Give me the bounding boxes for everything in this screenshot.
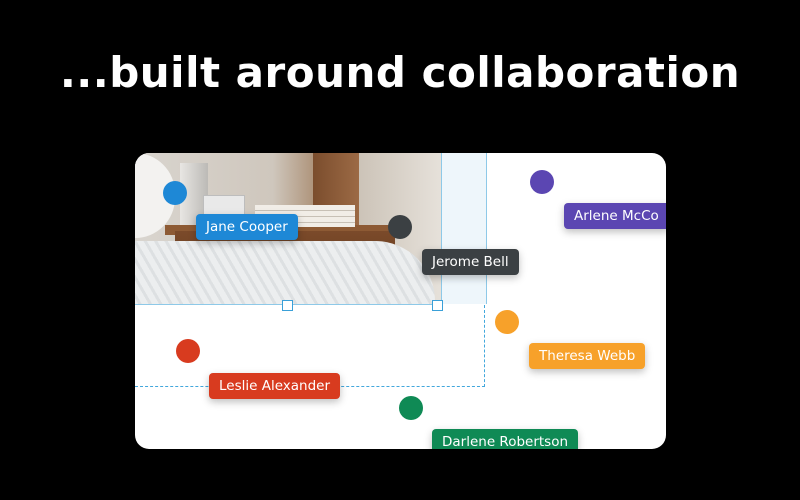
guide-line-vertical xyxy=(484,305,485,387)
name-tag-darlene-robertson: Darlene Robertson xyxy=(432,429,579,449)
headline: ...built around collaboration xyxy=(59,48,741,97)
cursor-dot-jane-cooper xyxy=(163,181,187,205)
name-tag-jerome-bell: Jerome Bell xyxy=(422,249,519,275)
cursor-dot-darlene-robertson xyxy=(399,396,423,420)
name-tag-jane-cooper: Jane Cooper xyxy=(196,214,298,240)
collaboration-canvas[interactable]: Jane Cooper Jerome Bell Arlene McCo Ther… xyxy=(135,153,666,449)
name-tag-arlene-mcco: Arlene McCo xyxy=(564,203,666,229)
resize-handle-bottom[interactable] xyxy=(282,300,293,311)
name-tag-leslie-alexander: Leslie Alexander xyxy=(209,373,341,399)
cursor-dot-arlene-mcco xyxy=(530,170,554,194)
bedroom-photo[interactable] xyxy=(135,153,441,305)
cursor-dot-theresa-webb xyxy=(495,310,519,334)
selection-column xyxy=(441,153,487,304)
photo-bed xyxy=(135,241,435,305)
cursor-dot-leslie-alexander xyxy=(176,339,200,363)
cursor-dot-jerome-bell xyxy=(388,215,412,239)
name-tag-theresa-webb: Theresa Webb xyxy=(529,343,646,369)
resize-handle-bottom-right[interactable] xyxy=(432,300,443,311)
